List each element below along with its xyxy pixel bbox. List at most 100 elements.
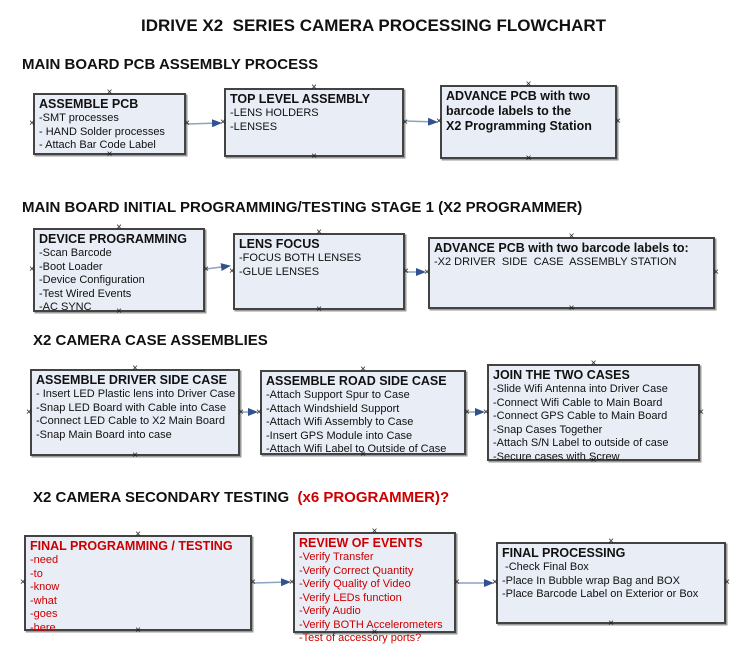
box-item: -Test of accessory ports? [299,632,422,644]
box-item: -Attach S/N Label to outside of case [493,437,669,449]
box-item: -SMT processes [39,112,119,124]
box-assemble-road-side-case[interactable]: × × × × ASSEMBLE ROAD SIDE CASE -Attach … [256,365,470,460]
connection-handle-icon[interactable]: × [29,264,35,275]
box-item: -know [30,581,60,593]
box-item: -Scan Barcode [39,247,112,259]
box-title: ASSEMBLE ROAD SIDE CASE [266,374,447,388]
connection-handle-icon[interactable]: × [250,577,256,588]
connection-handle-icon[interactable]: × [203,264,209,275]
box-lens-focus[interactable]: × × × × LENS FOCUS -FOCUS BOTH LENSES -G… [229,228,409,315]
connection-handle-icon[interactable]: × [106,87,113,98]
connection-handle-icon[interactable]: × [316,304,322,315]
box-item: -LENS HOLDERS [230,107,319,119]
box-item: -here [30,621,56,634]
connection-handle-icon[interactable]: × [568,231,575,242]
box-advance-pcb-driver-side-station[interactable]: × × × × ADVANCE PCB with two barcode lab… [424,232,719,314]
connection-handle-icon[interactable]: × [184,118,190,129]
box-item: -Connect GPS Cable to Main Board [493,410,668,422]
connection-handle-icon[interactable]: × [220,116,226,128]
box-title: ADVANCE PCB with two barcode labels to: [434,241,689,255]
box-advance-pcb-programming-station[interactable]: × × × × ADVANCE PCB with two barcode lab… [436,80,621,164]
connection-handle-icon[interactable]: × [311,151,317,162]
connection-handle-icon[interactable]: × [403,265,409,277]
box-item: -Verify Transfer [299,551,374,563]
connection-handle-icon[interactable]: × [436,116,442,127]
box-item: -Connect LED Cable to X2 Main Board [36,415,225,427]
connection-handle-icon[interactable]: × [132,450,138,461]
box-item: -Test Wired Events [39,287,132,300]
connection-handle-icon[interactable]: × [360,364,366,375]
connection-handle-icon[interactable]: × [492,577,498,588]
box-item: -Verify LEDs function [299,591,402,604]
connection-handle-icon[interactable]: × [615,116,621,127]
box-item: -Boot Loader [39,260,103,273]
box-item: -X2 DRIVER SIDE CASE ASSEMBLY STATION [434,256,677,268]
connection-handle-icon[interactable]: × [724,577,730,588]
box-assemble-pcb[interactable]: × × × × ASSEMBLE PCB -SMT processes - HA… [29,88,190,160]
box-item: -need [30,554,59,566]
box-item: -Check Final Box [502,561,589,573]
box-device-programming[interactable]: × × × × DEVICE PROGRAMMING -Scan Barcode… [29,223,209,317]
connection-handle-icon[interactable]: × [135,625,141,636]
box-title: TOP LEVEL ASSEMBLY [230,92,371,106]
connection-handle-icon[interactable]: × [525,79,532,90]
connection-handle-icon[interactable]: × [608,618,614,629]
box-item: -Attach Wifi Label to Outside of Case [266,443,447,455]
connection-handle-icon[interactable]: × [590,358,597,369]
box-item: -LENSES [230,120,278,133]
box-title: ASSEMBLE PCB [39,97,139,111]
box-item: - Insert LED Plastic lens into Driver Ca… [36,388,236,400]
box-top-level-assembly[interactable]: × × × × TOP LEVEL ASSEMBLY -LENS HOLDERS… [220,83,408,162]
connection-handle-icon[interactable]: × [464,406,470,418]
connection-handle-icon[interactable]: × [402,116,408,128]
box-title: LENS FOCUS [239,237,320,251]
connection-handle-icon[interactable]: × [483,406,489,418]
box-item: -Attach Support Spur to Case [266,389,410,401]
box-title: ASSEMBLE DRIVER SIDE CASE [36,373,228,387]
box-item: - HAND Solder processes [39,125,165,138]
section-header-initial-programming: MAIN BOARD INITIAL PROGRAMMING/TESTING S… [22,199,583,216]
box-item: -Place Barcode Label on Exterior or Box [502,588,699,600]
box-item: -AC SYNC [39,301,92,313]
connection-handle-icon[interactable]: × [311,82,317,93]
connection-handle-icon[interactable]: × [116,222,122,233]
connection-handle-icon[interactable]: × [568,303,575,314]
connection-handle-icon[interactable]: × [316,227,322,238]
box-title: JOIN THE TWO CASES [493,368,630,382]
box-review-of-events[interactable]: × × × × REVIEW OF EVENTS -Verify Transfe… [289,527,460,645]
box-final-processing[interactable]: × × × × FINAL PROCESSING -Check Final Bo… [492,537,730,629]
box-assemble-driver-side-case[interactable]: × × × × ASSEMBLE DRIVER SIDE CASE - Inse… [26,364,244,461]
connection-handle-icon[interactable]: × [26,406,32,418]
arrow-assemble-to-toplevel [186,119,222,128]
connection-handle-icon[interactable]: × [454,576,460,588]
connection-handle-icon[interactable]: × [238,406,244,418]
connection-handle-icon[interactable]: × [590,455,597,466]
box-item: -GLUE LENSES [239,265,320,278]
box-join-the-two-cases[interactable]: × × × × JOIN THE TWO CASES -Slide Wifi A… [483,359,704,466]
box-item: -Insert GPS Module into Case [266,429,413,442]
connection-handle-icon[interactable]: × [713,267,719,278]
connection-handle-icon[interactable]: × [424,267,430,278]
connection-handle-icon[interactable]: × [106,149,113,160]
connection-handle-icon[interactable]: × [360,449,366,460]
connection-handle-icon[interactable]: × [371,526,378,537]
connection-handle-icon[interactable]: × [698,406,704,418]
connection-handle-icon[interactable]: × [256,406,262,418]
page-title: IDRIVE X2 SERIES CAMERA PROCESSING FLOWC… [140,16,607,35]
connection-handle-icon[interactable]: × [371,627,378,638]
box-item: -Device Configuration [39,274,145,286]
connection-handle-icon[interactable]: × [116,306,122,317]
connection-handle-icon[interactable]: × [229,265,235,277]
connection-handle-icon[interactable]: × [608,536,614,547]
box-final-programming-testing[interactable]: × × × × FINAL PROGRAMMING / TESTING -nee… [20,530,256,636]
box-item: -Snap Main Board into case [36,428,172,441]
connection-handle-icon[interactable]: × [525,153,532,164]
connection-handle-icon[interactable]: × [20,577,26,588]
box-item: -FOCUS BOTH LENSES [239,252,362,264]
box-item: -Snap Cases Together [493,423,603,436]
connection-handle-icon[interactable]: × [29,118,35,129]
box-title: FINAL PROCESSING [502,546,626,560]
connection-handle-icon[interactable]: × [289,576,295,588]
connection-handle-icon[interactable]: × [132,363,138,374]
connection-handle-icon[interactable]: × [135,529,141,540]
